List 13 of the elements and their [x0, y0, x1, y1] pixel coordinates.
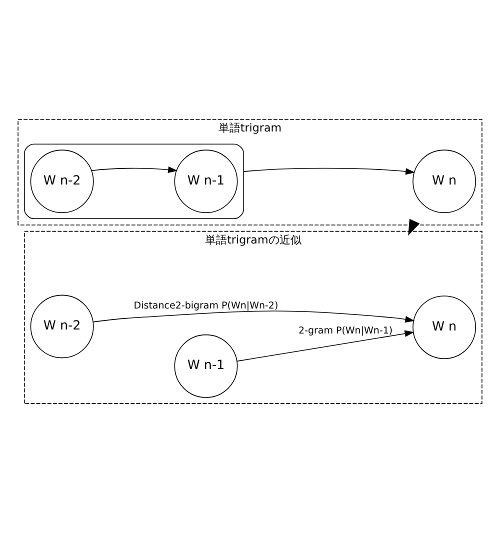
- node-circle: W n-1: [174, 334, 238, 398]
- arrow: [243, 167, 416, 174]
- node-circle: W n: [412, 149, 476, 213]
- node-circle: W n: [412, 295, 476, 359]
- edge-label: 2-gram P(Wn|Wn-1): [298, 324, 393, 336]
- node-circle: W n-2: [30, 149, 94, 213]
- edge-label: Distance2-bigram P(Wn|Wn-2): [134, 300, 278, 312]
- arrow: [236, 330, 414, 362]
- arrow: [91, 166, 178, 173]
- arrow: [92, 310, 415, 322]
- cluster: [24, 143, 244, 219]
- node-circle: W n-2: [30, 294, 94, 358]
- node-circle: W n-1: [174, 149, 238, 213]
